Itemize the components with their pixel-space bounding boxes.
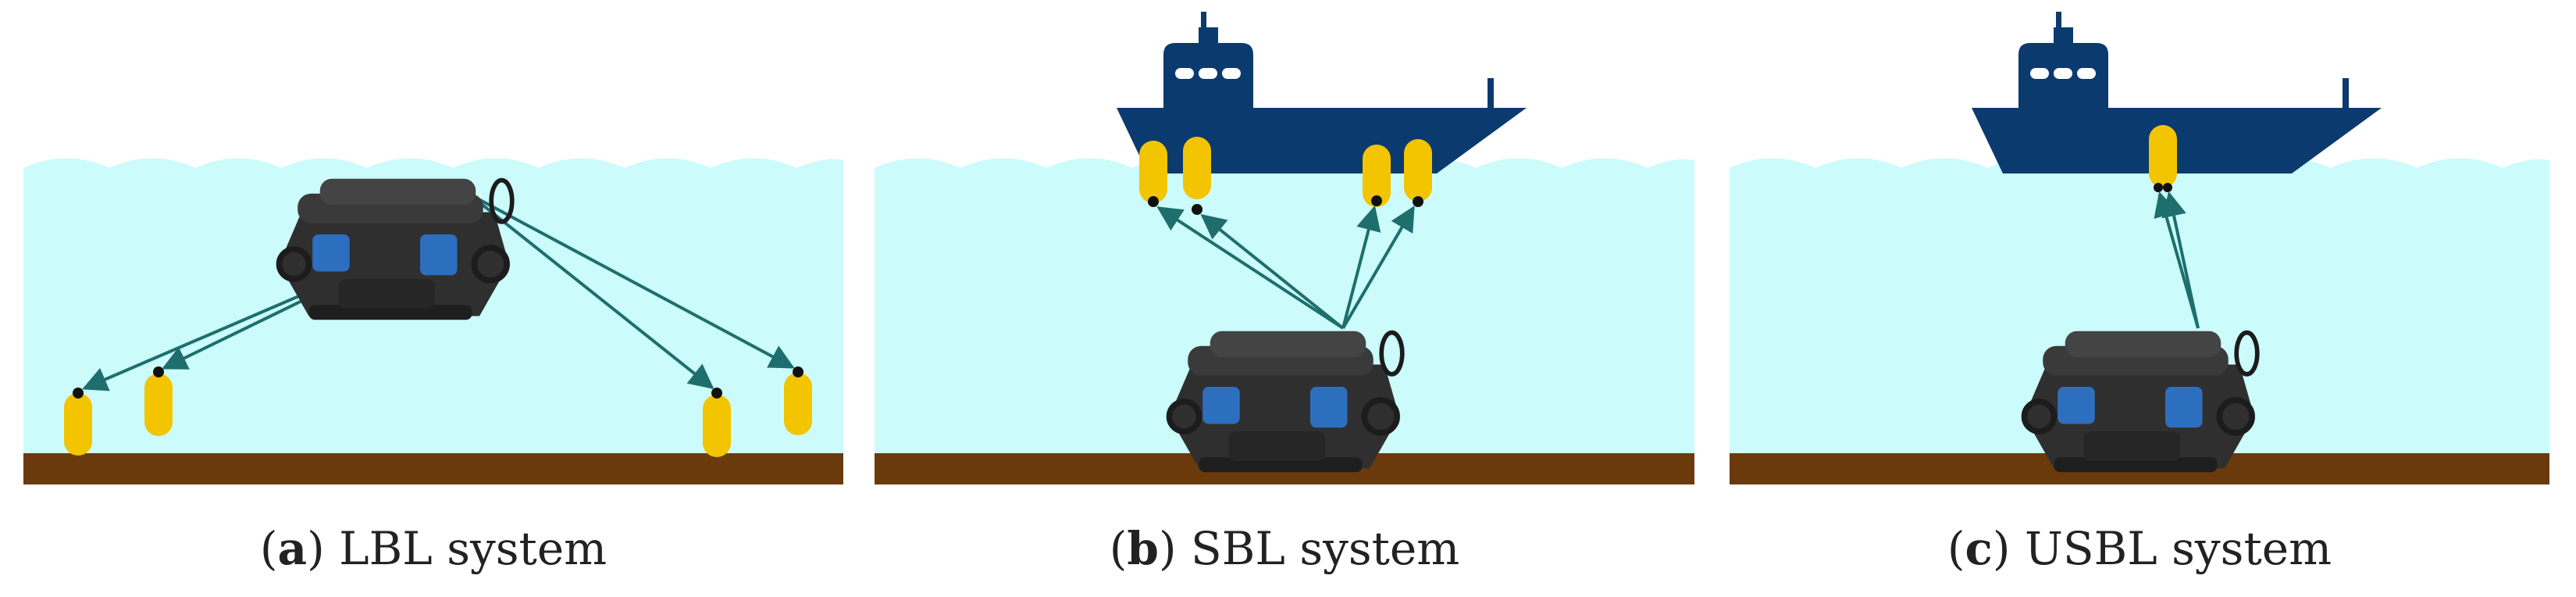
caption-b-text: SBL system	[1191, 522, 1459, 575]
water-surface-b	[875, 158, 1694, 453]
caption-c-text: USBL system	[2025, 522, 2332, 575]
signal-b1	[1156, 206, 1345, 330]
seabed-a	[23, 453, 843, 484]
transponder-a4	[784, 366, 812, 435]
caption-c: (c) USBL system	[1947, 522, 2332, 575]
transponder-a2	[144, 366, 173, 436]
caption-b-letter: b	[1127, 522, 1159, 575]
panel-sbl: (b) SBL system	[875, 12, 1694, 575]
caption-a: (a) LBL system	[260, 522, 607, 575]
water-surface-c	[1730, 158, 2549, 453]
signal-b2	[1200, 214, 1345, 330]
ship-b	[1117, 12, 1527, 173]
signal-b3	[1341, 205, 1381, 329]
transponder-a3	[703, 388, 731, 457]
transponder-b2	[1183, 137, 1211, 215]
caption-a-text: LBL system	[339, 522, 607, 575]
caption-a-letter: a	[277, 522, 307, 575]
signal-a3	[467, 192, 714, 389]
transponder-c1	[2149, 125, 2177, 192]
rov-b	[1170, 331, 1402, 473]
transponder-b1	[1139, 141, 1167, 207]
caption-c-letter: c	[1965, 522, 1993, 575]
signal-c2	[2161, 191, 2200, 329]
panel-usbl: (c) USBL system	[1730, 12, 2549, 575]
rov-a	[280, 179, 512, 320]
signal-b4	[1341, 206, 1415, 330]
signal-a4	[468, 192, 795, 369]
transponder-a1	[64, 388, 92, 456]
caption-b: (b) SBL system	[1110, 522, 1460, 575]
transponder-b3	[1363, 145, 1391, 207]
panel-lbl: (a) LBL system	[23, 158, 843, 575]
rov-c	[2025, 331, 2257, 473]
transponder-b4	[1404, 139, 1432, 207]
